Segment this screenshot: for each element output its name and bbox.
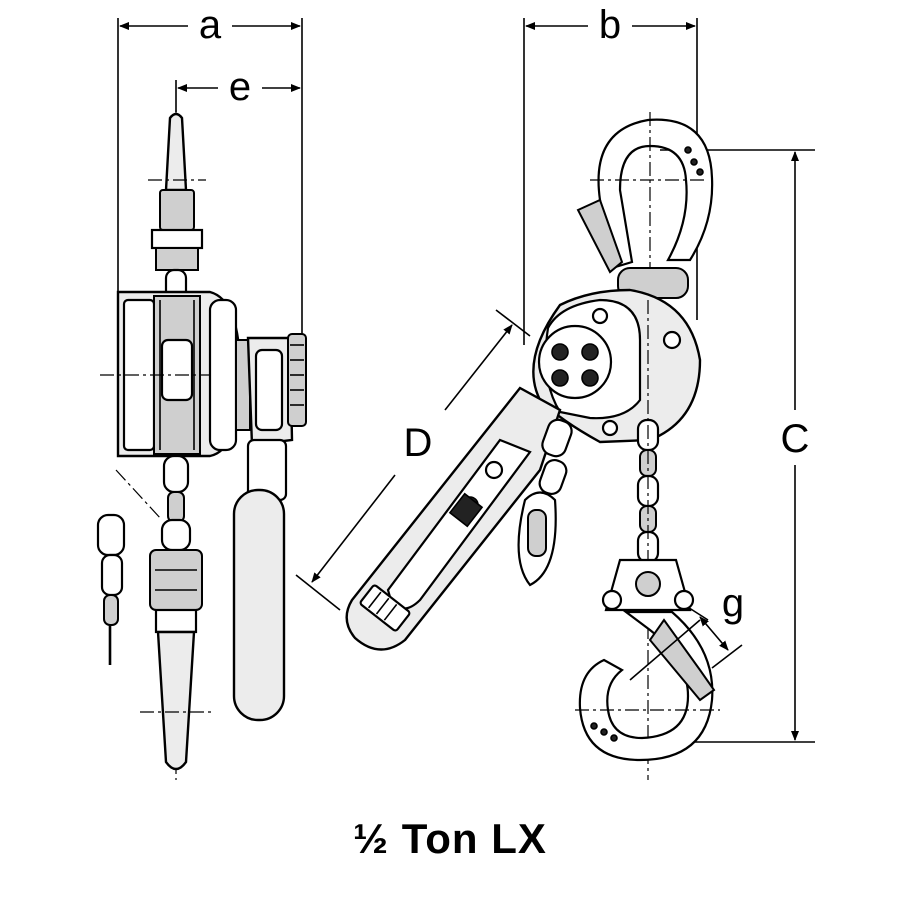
dimension-label-g: g (722, 581, 744, 625)
front-view (345, 112, 720, 780)
diagram-caption: ½ Ton LX (353, 815, 547, 862)
dimension-label-b: b (599, 3, 621, 47)
dimension-label-d: D (404, 421, 433, 465)
dimension-label-c: C (781, 417, 810, 461)
dimension-label-e: e (229, 65, 251, 109)
side-view (96, 110, 307, 780)
dimension-label-a: a (199, 3, 222, 47)
